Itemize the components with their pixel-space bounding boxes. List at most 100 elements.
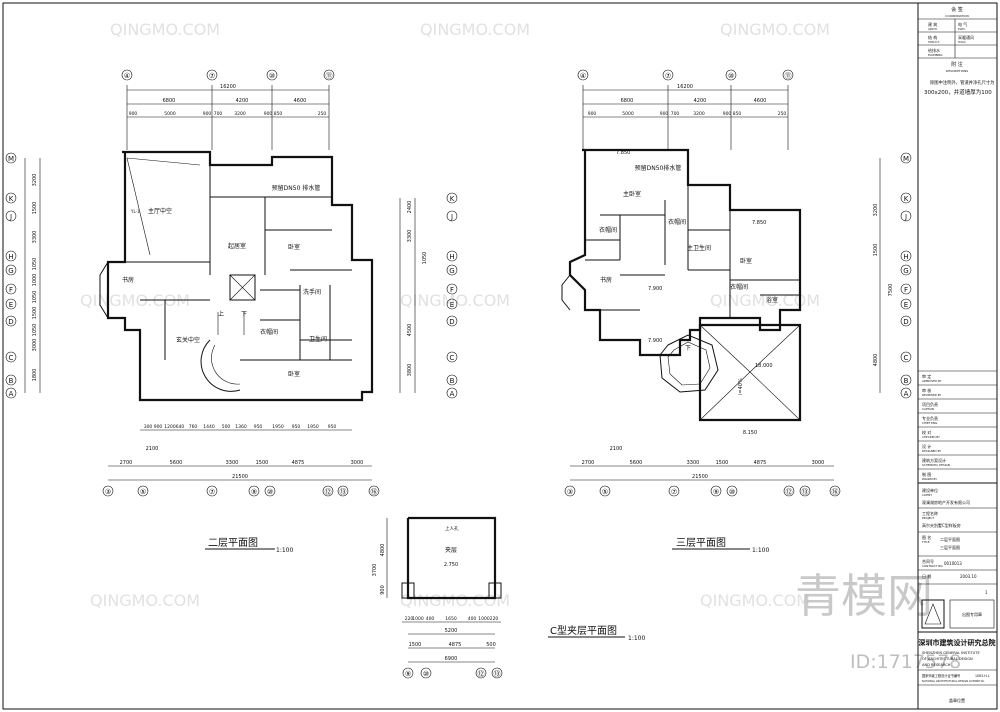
sign-label: 制 图 <box>922 471 931 477</box>
room-label: 书房 <box>122 276 134 284</box>
axis-bubble-label: H <box>449 253 454 261</box>
top-dimensions: 16200 6800 4200 4600 900 5000 900 700 32… <box>582 84 789 150</box>
watermark-brand: QINGMO.COM <box>720 20 830 39</box>
dim-text: 5000 <box>622 111 634 117</box>
room-label: 上 <box>218 310 224 318</box>
elevation-label: 7.900 <box>648 286 662 292</box>
dim-text: 850 <box>733 111 742 117</box>
axis-bubble-label: ⑤ <box>602 488 608 496</box>
dim-text: 21500 <box>232 474 248 480</box>
discipline-label: 电 气 <box>958 21 967 27</box>
dim-text: 3700 <box>372 564 378 577</box>
axis-bubble-label: A <box>9 390 14 398</box>
dim-text: 3300 <box>687 460 700 466</box>
room-label: 主厅中空 <box>148 207 172 215</box>
contract-number: 0010013 <box>944 561 962 566</box>
notes-title: 附 注 <box>951 61 963 68</box>
axis-bubble-label: F <box>9 286 13 294</box>
coord-header-en: COORDINATION <box>945 14 968 18</box>
room-label: 起居室 <box>228 242 246 250</box>
sign-label-en: CHECKED BY <box>922 435 940 439</box>
axis-bubble-label: ⑤ <box>140 488 146 496</box>
client-name: 观澜湖房地产开发有限公司 <box>922 499 970 505</box>
axis-bubble-label: ⑦ <box>209 72 215 80</box>
dim-text: 4800 <box>873 354 879 367</box>
watermark-id: ID:1717578 <box>850 651 961 673</box>
top-dimensions: 16200 6800 4200 4600 900 5000 900 700 32… <box>126 84 330 150</box>
drawing-label: 图 名 <box>922 534 931 540</box>
sign-rows: 审 定 APPROVED BY 审 核 REVIEWED BY 项目负责 CAP… <box>918 373 997 484</box>
discipline-label-en: PLUMBING <box>928 53 943 57</box>
discipline-label-en: ELEC. <box>958 27 966 31</box>
notes-text: 300x200，井道墙厚为100 <box>924 88 992 96</box>
sign-label: 校 对 <box>922 429 931 435</box>
institute-name-en: OF ARCHITECTURAL DESIGN <box>922 657 973 661</box>
axis-bubble-label: ⑦ <box>665 72 671 80</box>
bottom-dimensions: 2100 2700 5600 3300 1500 4875 3000 21500… <box>564 446 841 497</box>
plan-scale: 1:100 <box>752 547 769 554</box>
dim-text: 4800 <box>380 544 386 557</box>
dim-text: 250 <box>778 111 787 117</box>
axis-bubble-label: J <box>9 213 12 221</box>
plan-second-floor: ④ ⑦ ⑩ ⑪ 16200 6800 4200 4600 900 5000 90… <box>5 69 458 554</box>
room-label: 卧室 <box>288 370 300 378</box>
elevation-label: 7.850 <box>616 150 630 156</box>
axis-bubble-label: M <box>903 155 909 163</box>
room-label: 洗手间 <box>303 288 321 296</box>
bottom-dimensions: 300 900 1200 640 760 1440 500 1360 950 1… <box>102 424 380 497</box>
room-label: 夹层 <box>445 546 457 554</box>
left-dimensions: 3200 1500 3300 1050 1000 1050 1500 1050 … <box>24 158 41 393</box>
dim-text: 4600 <box>754 98 767 104</box>
dim-text: 3300 <box>32 231 38 244</box>
dim-text: 640 <box>176 424 185 430</box>
dim-text: 950 <box>292 424 301 430</box>
axis-bubble-label: F <box>450 286 454 294</box>
axis-bubble-label: F <box>904 286 908 294</box>
axis-bubble-label: ⑪ <box>326 72 333 80</box>
dim-text: 500 <box>222 424 231 430</box>
dim-text: 1050 <box>422 252 428 265</box>
plan-title: 三层平面图 <box>676 537 726 549</box>
dim-text: 1650 <box>445 616 457 622</box>
approval-stamp: 出图专用章 <box>962 611 982 617</box>
axis-bubble-label: ⑩ <box>423 670 429 678</box>
axis-bubble-label: D <box>449 318 454 326</box>
dim-text: 700 <box>214 111 223 117</box>
axis-bubble-label: ⑫ <box>325 488 332 496</box>
dim-text: 220 <box>405 616 414 622</box>
elevation-label: 7.850 <box>752 220 766 226</box>
axis-bubble-label: E <box>904 301 908 309</box>
dim-text: 950 <box>254 424 263 430</box>
watermark-brand: QINGMO.COM <box>110 20 220 39</box>
dim-text: 3200 <box>234 111 246 117</box>
plan3-walls <box>561 148 802 422</box>
room-label: 玄关中空 <box>176 336 200 344</box>
dim-text: 1050 <box>32 258 38 271</box>
drawing-name: 二层平面图 <box>940 536 960 542</box>
plan2-title: 二层平面图 1:100 <box>205 537 293 554</box>
drawing-name: 三层平面图 <box>940 544 960 550</box>
watermark-logo-text: 青模网 <box>795 569 933 623</box>
license-number: 1063-H-L <box>975 674 990 678</box>
axis-bubble-label: J <box>904 213 907 221</box>
axis-bubble-label: ⑯ <box>371 488 378 496</box>
right-axis-bubbles: K J H G F E D C B A 2400 3300 1050 4500 … <box>399 192 458 399</box>
sign-label: 审 核 <box>922 387 931 393</box>
license-label: 国家甲级工程设计证书编号 <box>922 673 960 678</box>
axis-bubble-label: E <box>450 301 454 309</box>
dim-text: 5600 <box>170 460 183 466</box>
axis-bubble-label: H <box>903 253 908 261</box>
room-label: 下 <box>685 345 691 352</box>
discipline-label-en: HVAC <box>958 40 966 44</box>
watermark-brand: QINGMO.COM <box>90 591 200 610</box>
room-label: 浴室 <box>766 296 778 304</box>
room-label: 衣帽间 <box>599 226 617 234</box>
dim-text: 1050 <box>32 291 38 304</box>
seal-position-label: 盖章位置 <box>949 697 965 703</box>
dim-text: 4200 <box>694 98 707 104</box>
axis-bubble-label: A <box>450 390 455 398</box>
drawing-label-en: TITLE <box>921 540 930 544</box>
axis-bubble-label: G <box>449 267 454 275</box>
institute-logo <box>921 599 945 629</box>
